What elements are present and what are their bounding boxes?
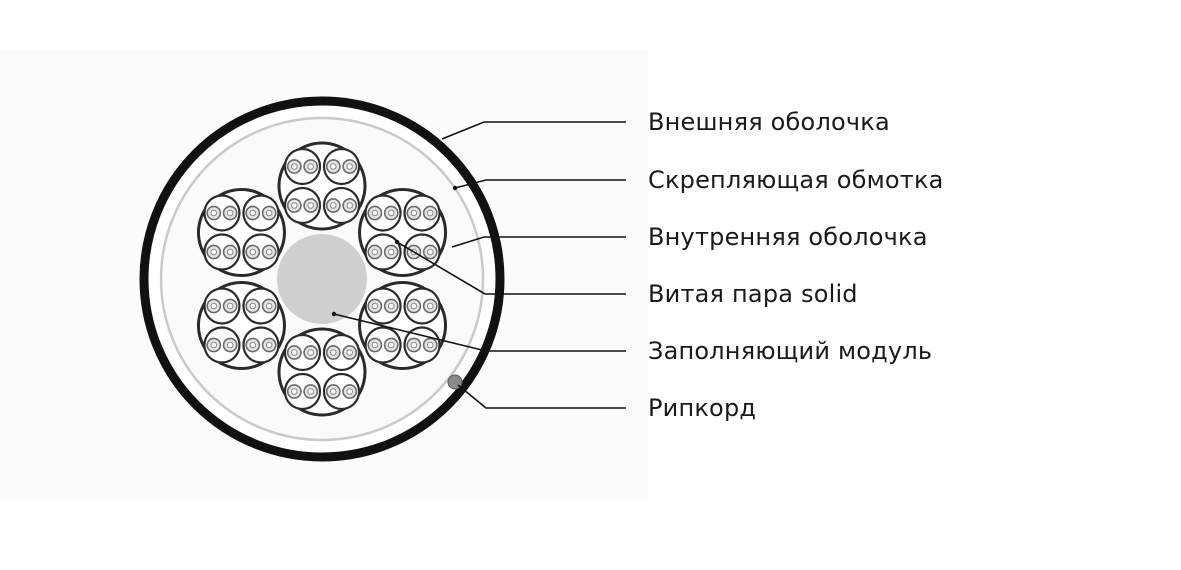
conductor-core bbox=[307, 163, 315, 170]
conductor-core bbox=[410, 341, 418, 349]
label-inner-jacket: Внутренняя оболочка bbox=[648, 223, 928, 251]
conductor-core bbox=[371, 209, 379, 217]
conductor-core bbox=[387, 248, 395, 256]
twisted-pair bbox=[364, 326, 402, 364]
conductor-core bbox=[387, 209, 395, 217]
twisted-pair bbox=[364, 233, 402, 271]
filler-module bbox=[277, 234, 367, 324]
conductor-core bbox=[387, 341, 395, 349]
conductor-core bbox=[330, 388, 337, 395]
twisted-pair bbox=[283, 186, 322, 225]
twisted-pair bbox=[364, 287, 402, 325]
label-binder-tape: Скрепляющая обмотка bbox=[648, 166, 944, 194]
conductor-core bbox=[346, 202, 354, 209]
conductor-core bbox=[371, 341, 379, 349]
pair-modules bbox=[196, 141, 448, 417]
conductor-core bbox=[371, 248, 379, 256]
leader-anchor-dots bbox=[331, 185, 458, 317]
conductor-core bbox=[226, 341, 234, 349]
twisted-pair bbox=[322, 372, 361, 411]
conductor-core bbox=[291, 388, 298, 395]
conductor-core bbox=[307, 349, 315, 356]
conductor-core bbox=[210, 341, 218, 349]
twisted-pair bbox=[242, 194, 280, 232]
twisted-pair bbox=[283, 333, 322, 372]
label-filler-module: Заполняющий модуль bbox=[648, 337, 933, 365]
conductor-core bbox=[265, 302, 273, 310]
twisted-pair bbox=[403, 326, 441, 364]
twisted-pair bbox=[322, 147, 361, 186]
anchor-dot-binder bbox=[452, 185, 458, 191]
conductor-core bbox=[410, 302, 418, 310]
conductor-core bbox=[226, 248, 234, 256]
conductor-core bbox=[346, 349, 354, 356]
pair-module bbox=[196, 281, 286, 370]
conductor-core bbox=[307, 202, 315, 209]
twisted-pair bbox=[283, 372, 322, 411]
conductor-core bbox=[265, 341, 273, 349]
leader-line-outer-jacket bbox=[441, 121, 626, 140]
conductor-core bbox=[249, 209, 257, 217]
twisted-pair bbox=[403, 194, 441, 232]
conductor-core bbox=[330, 163, 337, 170]
twisted-pair bbox=[203, 194, 241, 232]
conductor-core bbox=[291, 349, 298, 356]
label-twisted-pair: Витая пара solid bbox=[648, 280, 858, 308]
conductor-core bbox=[226, 302, 234, 310]
twisted-pair bbox=[403, 233, 441, 271]
conductor-core bbox=[426, 209, 434, 217]
twisted-pair bbox=[203, 287, 241, 325]
conductor-core bbox=[291, 202, 298, 209]
conductor-core bbox=[291, 163, 298, 170]
label-outer-jacket: Внешняя оболочка bbox=[648, 108, 890, 136]
twisted-pair bbox=[364, 194, 402, 232]
pair-module bbox=[196, 188, 286, 277]
twisted-pair bbox=[322, 186, 361, 225]
conductor-core bbox=[371, 302, 379, 310]
conductor-core bbox=[426, 302, 434, 310]
conductor-core bbox=[387, 302, 395, 310]
twisted-pair bbox=[242, 233, 280, 271]
twisted-pair bbox=[322, 333, 361, 372]
conductor-core bbox=[210, 248, 218, 256]
leader-lines bbox=[333, 121, 626, 409]
twisted-pair bbox=[283, 147, 322, 186]
conductor-core bbox=[346, 388, 354, 395]
twisted-pair bbox=[203, 233, 241, 271]
conductor-core bbox=[346, 163, 354, 170]
conductor-core bbox=[265, 248, 273, 256]
conductor-core bbox=[426, 341, 434, 349]
pair-module bbox=[358, 281, 448, 370]
conductor-core bbox=[249, 248, 257, 256]
conductor-core bbox=[265, 209, 273, 217]
leader-line-filler-module bbox=[333, 313, 626, 352]
conductor-core bbox=[210, 209, 218, 217]
conductor-core bbox=[210, 302, 218, 310]
leader-line-twisted-pair bbox=[396, 241, 626, 295]
conductor-core bbox=[226, 209, 234, 217]
leader-line-ripcord bbox=[457, 384, 626, 409]
conductor-core bbox=[330, 349, 337, 356]
conductor-core bbox=[426, 248, 434, 256]
conductor-core bbox=[249, 302, 257, 310]
conductor-core bbox=[330, 202, 337, 209]
anchor-dot-pair bbox=[394, 239, 400, 245]
leader-line-inner-jacket bbox=[451, 236, 626, 248]
conductor-core bbox=[307, 388, 315, 395]
pair-module bbox=[277, 141, 367, 231]
leader-line-binder-tape bbox=[454, 179, 626, 189]
label-ripcord: Рипкорд bbox=[648, 394, 757, 422]
twisted-pair bbox=[403, 287, 441, 325]
twisted-pair bbox=[203, 326, 241, 364]
twisted-pair bbox=[242, 287, 280, 325]
anchor-dot-filler bbox=[331, 311, 337, 317]
conductor-core bbox=[249, 341, 257, 349]
twisted-pair bbox=[242, 326, 280, 364]
conductor-core bbox=[410, 209, 418, 217]
pair-module bbox=[277, 327, 367, 417]
